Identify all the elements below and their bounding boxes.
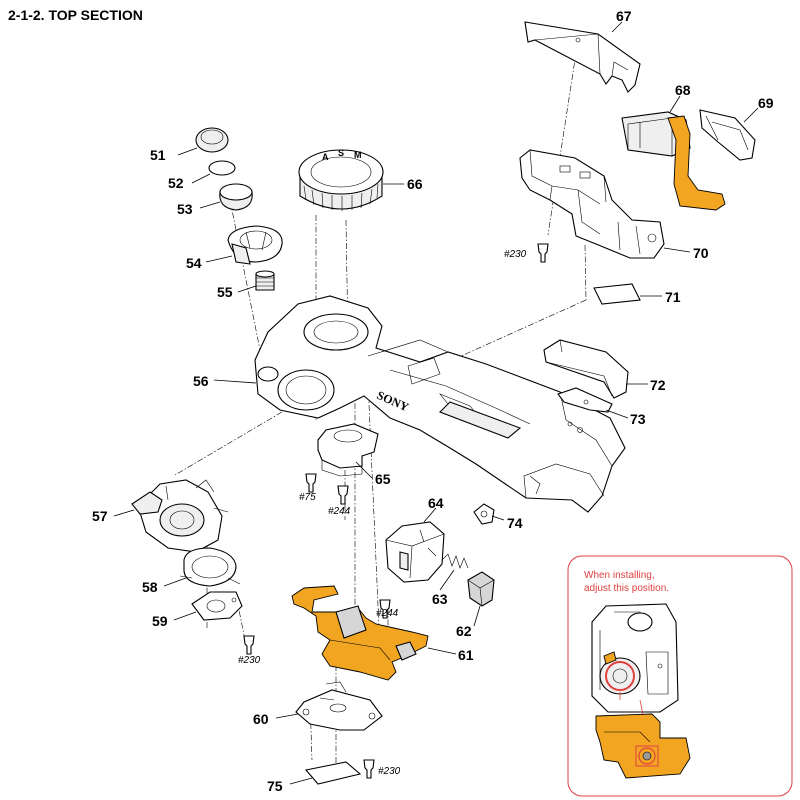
- screw-244-left: [337, 485, 349, 505]
- callout-66: 66: [407, 176, 423, 192]
- callout-53: 53: [177, 201, 193, 217]
- callout-67: 67: [616, 8, 632, 24]
- screw-75: [305, 473, 317, 493]
- part-58-ring-frame: [179, 547, 241, 587]
- callout-65: 65: [375, 471, 391, 487]
- screw-244-right: [379, 599, 391, 619]
- callout-75: 75: [267, 778, 283, 794]
- part-65-plate: [317, 423, 379, 477]
- inset-dial-assembly-view: [591, 603, 679, 713]
- part-69-bracket: [699, 109, 756, 161]
- callout-56: 56: [193, 373, 209, 389]
- callout-57: 57: [92, 508, 108, 524]
- part-61-flexible-board: [291, 585, 429, 681]
- part-60-bracket: [295, 681, 383, 731]
- screw-label-75: #75: [299, 492, 316, 503]
- callout-58: 58: [142, 579, 158, 595]
- callout-51: 51: [150, 147, 166, 163]
- part-74-clip: [473, 503, 495, 525]
- part-66-mode-dial: A S M: [298, 148, 384, 211]
- inset-fpc-zoom-view: [595, 713, 691, 779]
- part-62-button: [467, 571, 495, 607]
- part-52-ring: [208, 160, 236, 176]
- part-70-flash-housing: [519, 149, 665, 259]
- screw-230-bottom: [363, 759, 375, 779]
- part-51-button-cap: [195, 127, 229, 153]
- part-67-top-cover: [524, 21, 641, 93]
- callout-62: 62: [456, 623, 472, 639]
- page-title: 2-1-2. TOP SECTION: [8, 7, 143, 23]
- screw-230-top: [537, 243, 549, 263]
- part-73-sheet: [557, 387, 613, 413]
- part-68-flash-unit: [621, 111, 726, 211]
- screw-label-244-left: #244: [328, 506, 351, 517]
- part-55-spring: [255, 270, 275, 291]
- part-57-control-dial-assembly: [131, 479, 229, 553]
- callout-52: 52: [168, 175, 184, 191]
- callout-55: 55: [217, 284, 233, 300]
- dial-letter-a: A: [322, 152, 329, 162]
- dial-letter-m: M: [354, 150, 362, 160]
- screw-label-230-left: #230: [238, 655, 261, 666]
- callout-59: 59: [152, 613, 168, 629]
- part-63-spring: [441, 553, 469, 569]
- callout-54: 54: [186, 255, 202, 271]
- callout-73: 73: [630, 411, 646, 427]
- dial-letter-s: S: [338, 148, 344, 158]
- part-54-power-lever: [227, 225, 283, 265]
- screw-label-230-bottom: #230: [378, 766, 401, 777]
- note-line-1: When installing,: [584, 570, 655, 581]
- callout-60: 60: [253, 711, 269, 727]
- part-71-sheet: [593, 283, 641, 305]
- callout-61: 61: [458, 647, 474, 663]
- callout-69: 69: [758, 95, 774, 111]
- callout-64: 64: [428, 495, 444, 511]
- screw-label-230-top: #230: [504, 249, 527, 260]
- callout-72: 72: [650, 377, 666, 393]
- callout-74: 74: [507, 515, 523, 531]
- callout-71: 71: [665, 289, 681, 305]
- part-56-top-cabinet: SONY: [254, 295, 626, 513]
- screw-label-244-right: #244: [376, 608, 399, 619]
- note-line-2: adjust this position.: [584, 583, 669, 594]
- screw-230-left: [243, 635, 255, 655]
- part-72-cover: [543, 339, 629, 399]
- part-75-sheet: [304, 761, 362, 785]
- callout-70: 70: [693, 245, 709, 261]
- callout-68: 68: [675, 82, 691, 98]
- installation-note-inset: When installing, adjust this position.: [567, 555, 793, 797]
- part-59-holder: [191, 591, 243, 621]
- part-64-switch-block: [385, 521, 445, 583]
- part-53-button: [219, 183, 253, 211]
- callout-63: 63: [432, 591, 448, 607]
